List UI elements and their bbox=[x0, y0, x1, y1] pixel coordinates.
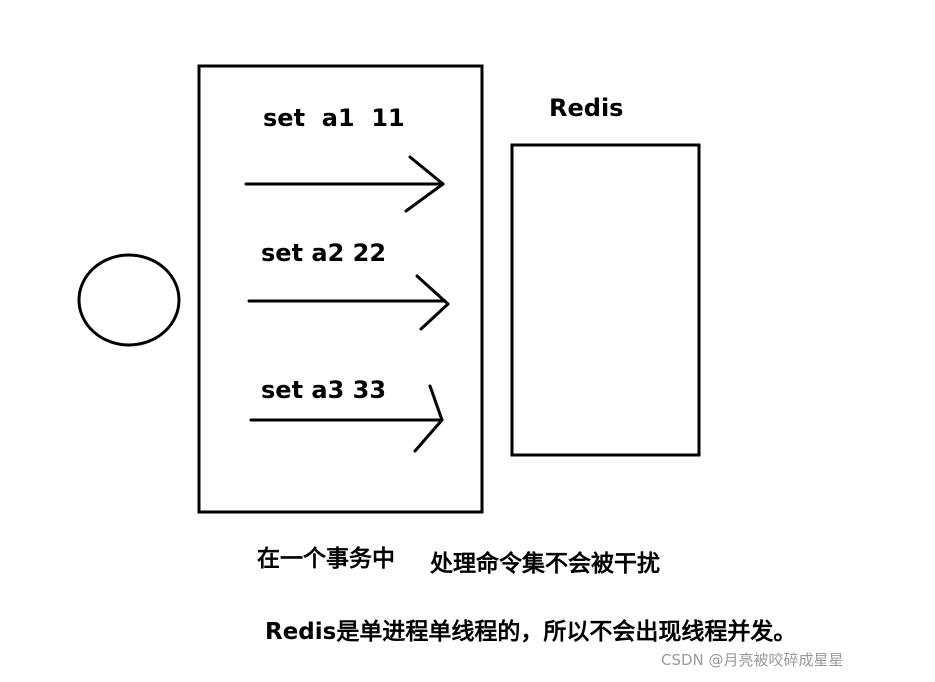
command-label-3: set a3 33 bbox=[261, 376, 387, 404]
arrow-1 bbox=[244, 155, 445, 213]
redis-label: Redis bbox=[549, 94, 624, 122]
arrow-2 bbox=[247, 274, 450, 331]
watermark: CSDN @月亮被咬碎成星星 bbox=[661, 651, 844, 669]
client-circle bbox=[77, 253, 181, 347]
single-thread-caption: Redis是单进程单线程的，所以不会出现线程并发。 bbox=[265, 619, 797, 645]
arrow-3 bbox=[249, 384, 444, 453]
no-interference-caption: 处理命令集不会被干扰 bbox=[430, 551, 660, 577]
transaction-caption: 在一个事务中 bbox=[257, 546, 395, 572]
redis-box bbox=[510, 143, 701, 457]
transaction-box bbox=[197, 64, 484, 514]
command-label-1: set a1 11 bbox=[263, 104, 405, 132]
command-label-2: set a2 22 bbox=[261, 239, 387, 267]
